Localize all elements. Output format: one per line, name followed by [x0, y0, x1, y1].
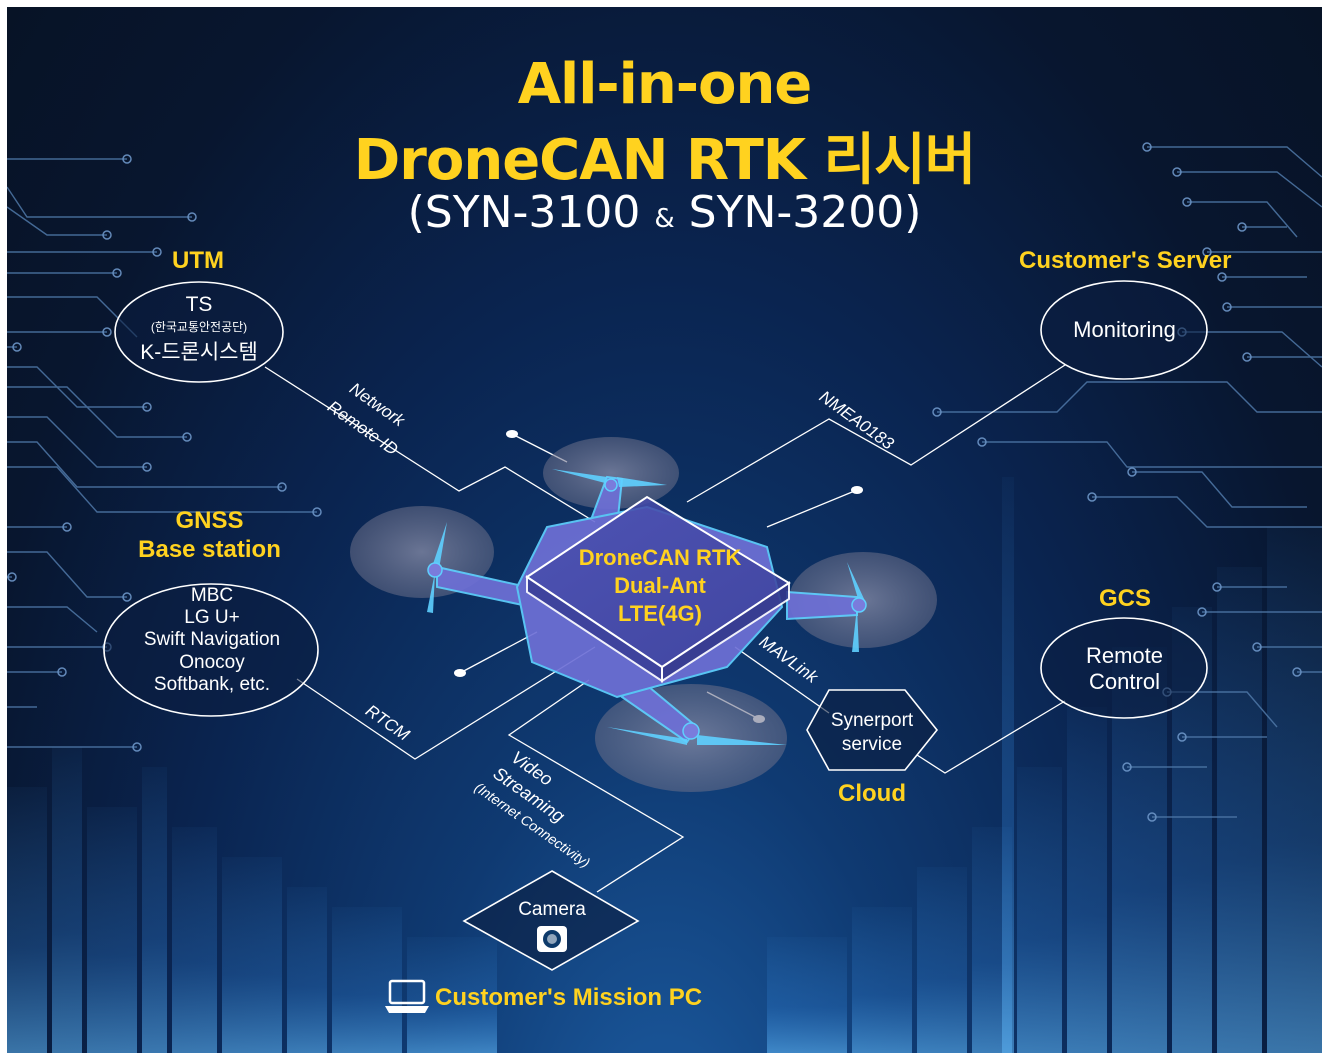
- title-line-2: DroneCAN RTK 리시버: [353, 128, 976, 193]
- blade-right-b: [852, 607, 859, 652]
- drone-illustration: [350, 437, 937, 792]
- circuit-traces: [7, 146, 1322, 818]
- server-heading: Customer's Server: [1019, 247, 1232, 274]
- gnss-heading-2: Base station: [138, 536, 281, 563]
- arm-line-sw: [459, 631, 538, 674]
- blade-left-b: [427, 572, 435, 613]
- server-monitoring: Monitoring: [1073, 317, 1176, 342]
- propeller-disc-back: [543, 437, 679, 509]
- mavlink-line: [734, 646, 830, 714]
- receiver-line-2: Dual-Ant: [614, 573, 706, 598]
- mission-pc-label: Customer's Mission PC: [435, 984, 703, 1011]
- node-ellipses: [103, 280, 1208, 719]
- title-line-1: All-in-one: [517, 52, 813, 117]
- title-ampersand: &: [654, 204, 675, 234]
- utm-ts: TS: [185, 293, 213, 316]
- gnss-heading: GNSS: [175, 507, 244, 534]
- utm-heading: UTM: [172, 247, 224, 274]
- video-link-line: [507, 679, 685, 893]
- cloud-hexagon: [806, 689, 939, 771]
- gnss-provider: Swift Navigation: [143, 629, 281, 650]
- utm-link-line: [264, 366, 596, 523]
- gcs-ellipse: [1040, 617, 1208, 719]
- title-model-a: (SYN-3100: [407, 187, 641, 238]
- cloud-line-1: Synerport: [830, 710, 914, 731]
- blade-back-a: [552, 469, 607, 483]
- blade-front-b: [697, 735, 787, 745]
- connector-lines: [264, 364, 1066, 893]
- blade-right-a: [847, 562, 865, 602]
- camera-icon: [537, 926, 567, 952]
- camera-diamond: [462, 870, 640, 971]
- title-model-b: SYN-3200): [688, 187, 922, 238]
- utm-ellipse: [114, 281, 284, 383]
- diagram-art: [7, 142, 1322, 1053]
- utm-org: (한국교통안전공단): [150, 320, 248, 334]
- arm-line-ne: [766, 489, 858, 528]
- gcs-link-line: [916, 700, 1066, 774]
- cloud-heading: Cloud: [838, 780, 906, 807]
- cloud-line-2: service: [841, 734, 903, 755]
- gcs-line-2: Control: [1089, 669, 1160, 694]
- diagram-canvas: All-in-one DroneCAN RTK 리시버 (SYN-3100 & …: [7, 7, 1322, 1053]
- utm-system: K-드론시스템: [140, 341, 258, 364]
- camera-label: Camera: [518, 899, 586, 920]
- gcs-line-1: Remote: [1085, 643, 1164, 668]
- drone-arm-right: [786, 590, 858, 621]
- receiver-box: [525, 495, 791, 683]
- title-line-3: (SYN-3100 & SYN-3200): [7, 187, 1322, 238]
- laptop-icon: [385, 979, 429, 1013]
- receiver-line-3: LTE(4G): [618, 601, 702, 626]
- gnss-link-line: [296, 646, 596, 760]
- gnss-provider: Softbank, etc.: [153, 674, 271, 695]
- gcs-heading: GCS: [1099, 585, 1152, 612]
- server-link-line: [686, 364, 1066, 503]
- blade-back-b: [617, 477, 667, 487]
- gnss-provider: MBC: [190, 585, 234, 606]
- blade-left-a: [432, 522, 447, 569]
- gnss-provider: Onocoy: [179, 652, 245, 673]
- server-ellipse: [1040, 280, 1208, 380]
- blade-front-a: [607, 727, 687, 745]
- receiver-line-1: DroneCAN RTK: [578, 545, 742, 570]
- gnss-provider: LG U+: [184, 607, 240, 628]
- gnss-ellipse: [103, 583, 319, 717]
